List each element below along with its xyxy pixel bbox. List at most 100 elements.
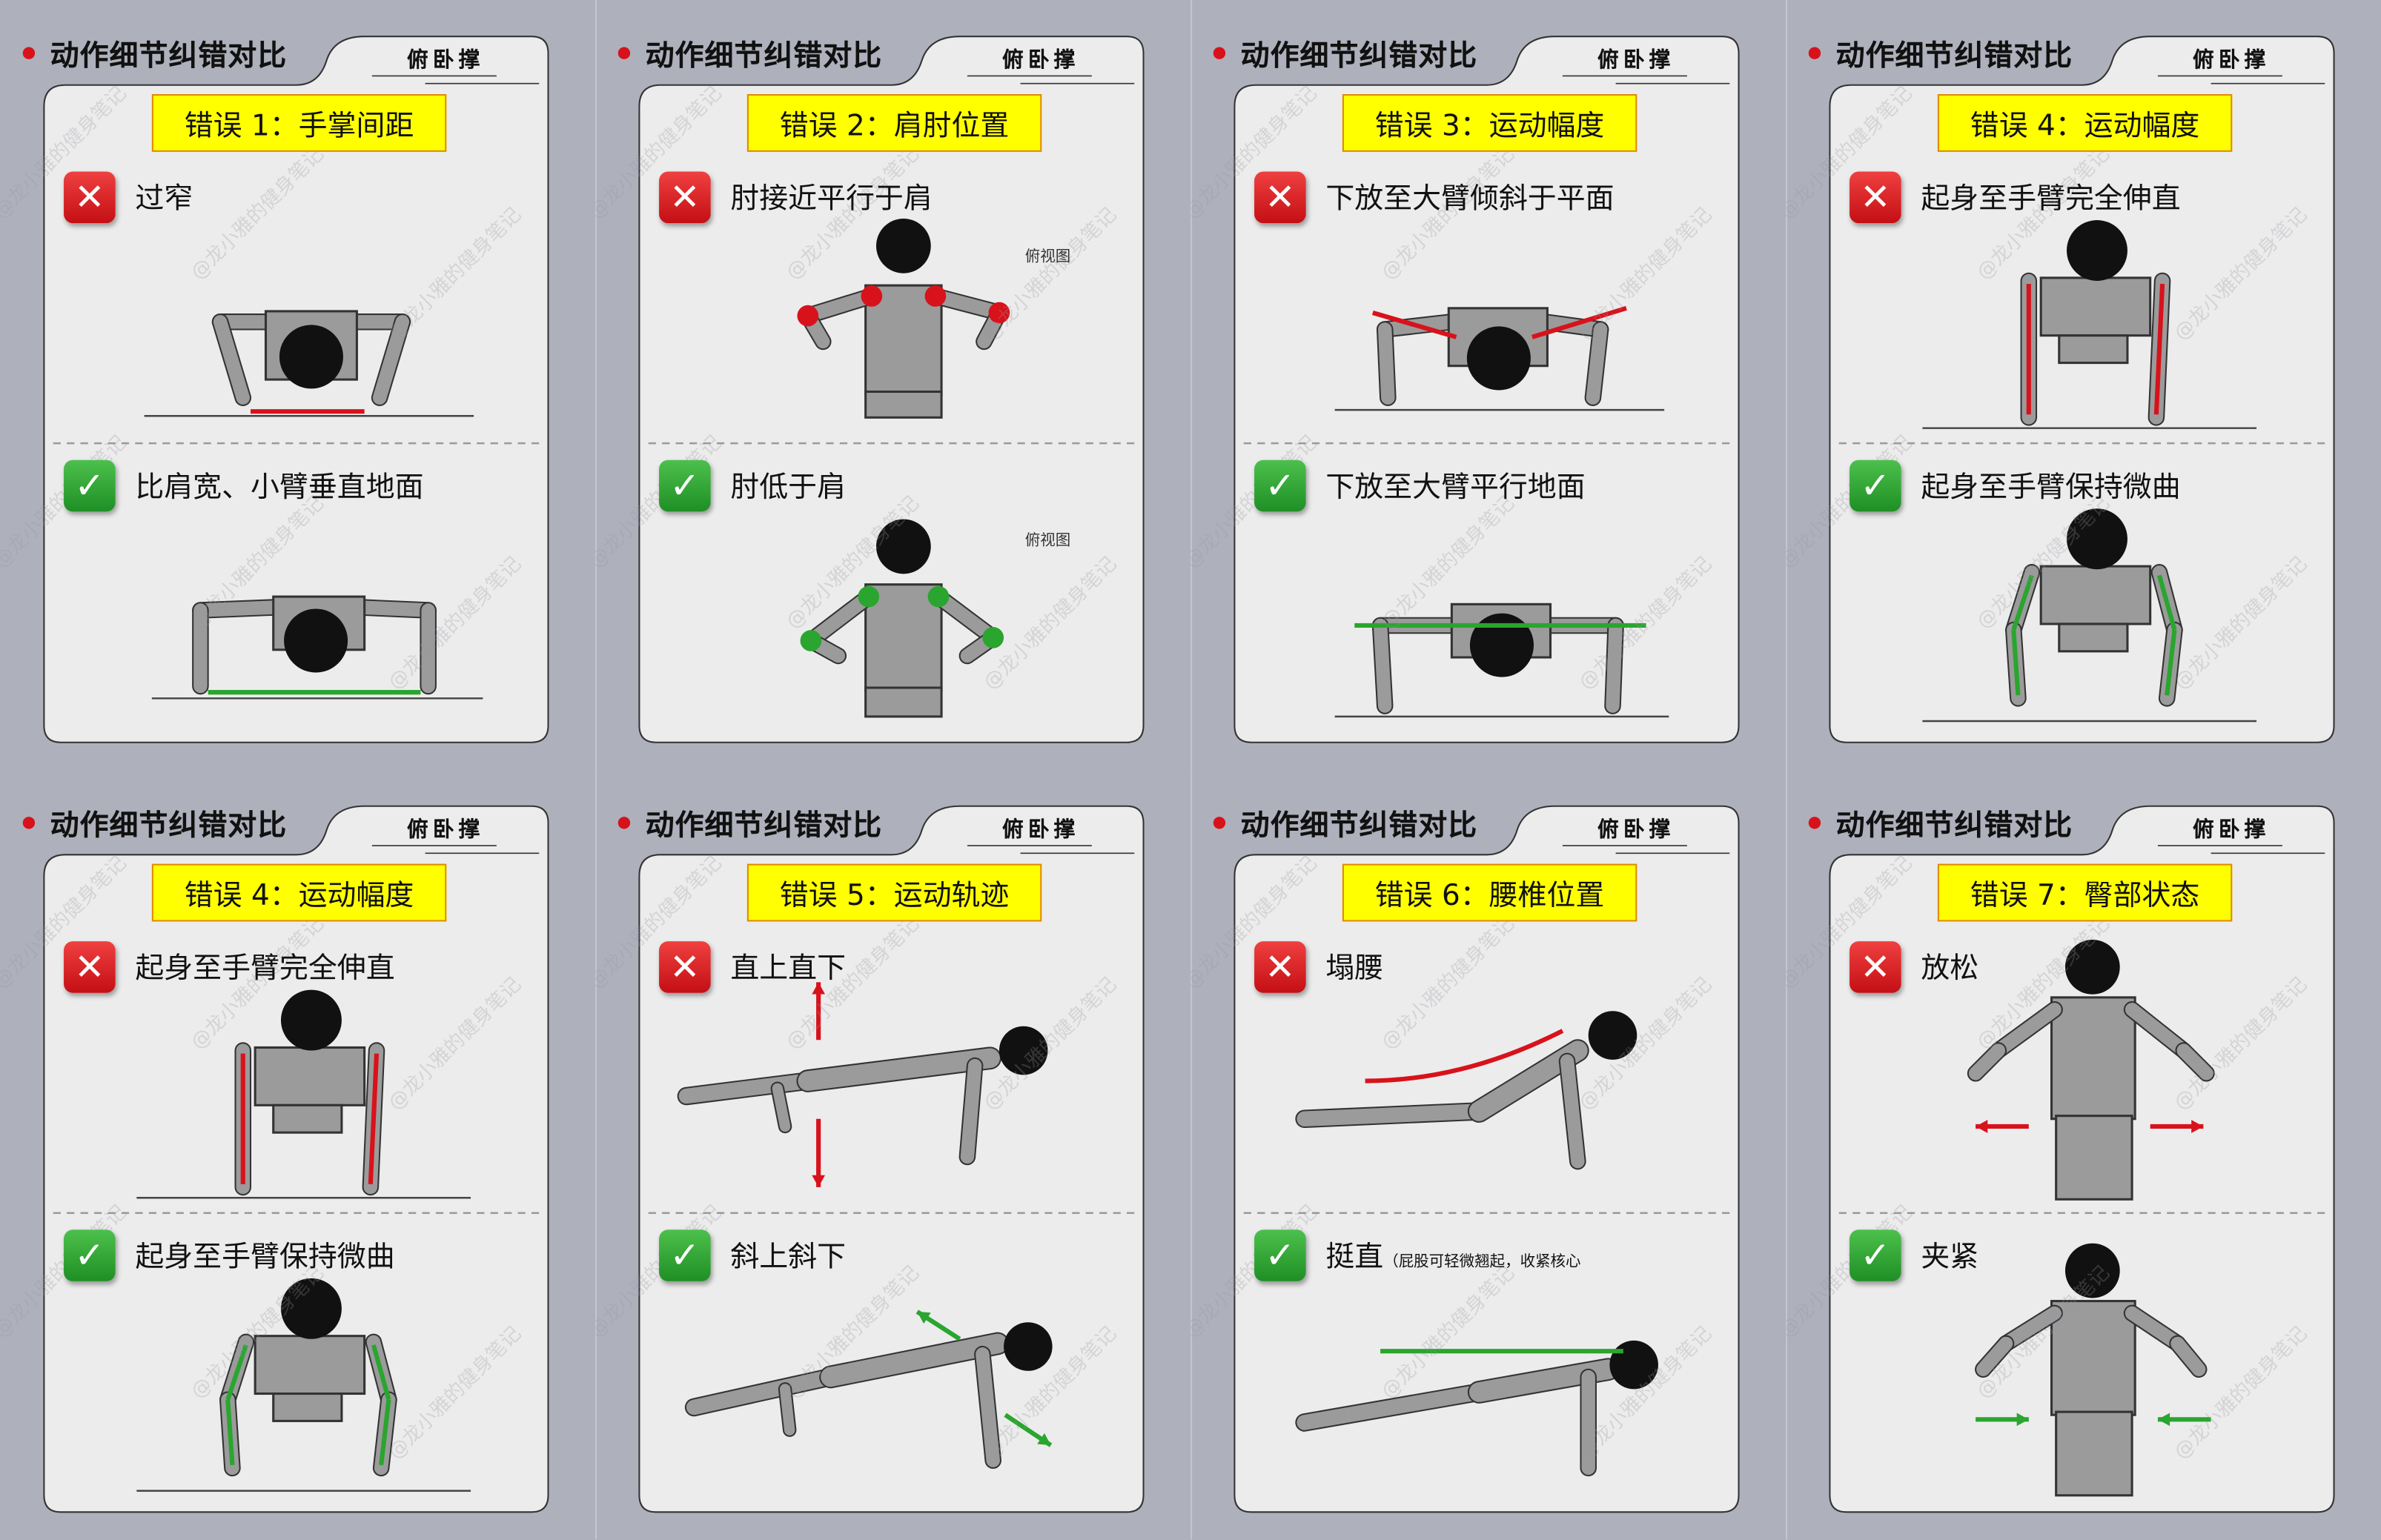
wrong-x-icon: ✕ bbox=[1254, 171, 1306, 224]
head bbox=[1469, 613, 1534, 677]
correct-text: 斜上斜下 bbox=[730, 1240, 847, 1274]
correct-text: 肘低于肩 bbox=[730, 471, 847, 505]
head bbox=[1609, 1340, 1658, 1390]
correct-text-row: 起身至手臂保持微曲 bbox=[135, 1234, 394, 1275]
arrow-icon bbox=[1976, 1413, 2029, 1427]
correct-text: 比肩宽、小臂垂直地面 bbox=[135, 471, 424, 505]
head bbox=[875, 519, 931, 574]
correct-text-row: 下放至大臂平行地面 bbox=[1325, 465, 1585, 505]
bullet-dot bbox=[617, 47, 631, 59]
comparison-card: @龙小雅的健身笔记@龙小雅的健身笔记@龙小雅的健身笔记@龙小雅的健身笔记@龙小雅… bbox=[595, 0, 1193, 770]
arrow-icon bbox=[1004, 1413, 1053, 1447]
exercise-tag: 俯卧撑 bbox=[406, 48, 485, 73]
error-label: 错误 2：肩肘位置 bbox=[746, 94, 1042, 152]
bullet-dot bbox=[1808, 817, 1821, 829]
correct-check-icon: ✓ bbox=[659, 1229, 711, 1281]
header-title: 动作细节纠错对比 bbox=[50, 809, 288, 843]
arrow-icon bbox=[812, 982, 825, 1041]
header-title: 动作细节纠错对比 bbox=[50, 39, 288, 73]
arrow-icon bbox=[1976, 1120, 2029, 1133]
exercise-figure bbox=[1295, 1011, 1658, 1477]
top-view-label: 俯视图 bbox=[1024, 248, 1071, 266]
head bbox=[1466, 326, 1531, 391]
wrong-x-icon: ✕ bbox=[1254, 941, 1306, 993]
correct-text: 起身至手臂保持微曲 bbox=[135, 1240, 395, 1274]
wrong-text: 直上直下 bbox=[730, 952, 847, 986]
card-panel bbox=[1829, 805, 2335, 1513]
card-panel bbox=[43, 805, 549, 1513]
head bbox=[2067, 220, 2127, 281]
head bbox=[1004, 1322, 1053, 1371]
error-label: 错误 1：手掌间距 bbox=[151, 94, 447, 152]
exercise-figure bbox=[677, 982, 1053, 1469]
correct-note: （屁股可轻微翘起，收紧核心 bbox=[1383, 1254, 1581, 1271]
correct-text: 挺直 bbox=[1325, 1240, 1384, 1274]
wrong-x-icon: ✕ bbox=[64, 171, 116, 224]
card-panel bbox=[1829, 36, 2335, 743]
correct-text-row: 肘低于肩 bbox=[730, 465, 846, 505]
wrong-text: 放松 bbox=[1921, 952, 1979, 986]
wrong-x-icon: ✕ bbox=[659, 941, 711, 993]
comparison-card: @龙小雅的健身笔记@龙小雅的健身笔记@龙小雅的健身笔记@龙小雅的健身笔记@龙小雅… bbox=[1786, 0, 2381, 770]
card-panel bbox=[1233, 36, 1740, 743]
arrow-icon bbox=[812, 1118, 825, 1187]
head bbox=[999, 1026, 1048, 1075]
wrong-text: 肘接近平行于肩 bbox=[730, 182, 933, 216]
header-title: 动作细节纠错对比 bbox=[1835, 809, 2073, 843]
bullet-dot bbox=[1808, 47, 1821, 59]
exercise-figure bbox=[1334, 305, 1669, 718]
head bbox=[279, 325, 343, 389]
bullet-dot bbox=[1213, 47, 1226, 59]
header-title: 动作细节纠错对比 bbox=[1835, 39, 2073, 73]
correct-text-row: 起身至手臂保持微曲 bbox=[1921, 465, 2180, 505]
comparison-card: @龙小雅的健身笔记@龙小雅的健身笔记@龙小雅的健身笔记@龙小雅的健身笔记@龙小雅… bbox=[1190, 0, 1788, 770]
correct-check-icon: ✓ bbox=[1254, 1229, 1306, 1281]
arrow-icon bbox=[915, 1310, 961, 1341]
head bbox=[284, 608, 348, 673]
correct-check-icon: ✓ bbox=[1850, 459, 1901, 512]
card-panel bbox=[1233, 805, 1740, 1513]
comparison-card: @龙小雅的健身笔记@龙小雅的健身笔记@龙小雅的健身笔记@龙小雅的健身笔记@龙小雅… bbox=[0, 769, 597, 1540]
exercise-tag: 俯卧撑 bbox=[1002, 818, 1080, 843]
error-label: 错误 4：运动幅度 bbox=[1937, 94, 2233, 152]
exercise-figure bbox=[1967, 940, 2215, 1497]
head bbox=[2067, 508, 2127, 570]
exercise-tag: 俯卧撑 bbox=[1002, 48, 1080, 73]
wrong-text: 下放至大臂倾斜于平面 bbox=[1325, 182, 1615, 216]
comparison-card: @龙小雅的健身笔记@龙小雅的健身笔记@龙小雅的健身笔记@龙小雅的健身笔记@龙小雅… bbox=[1190, 769, 1788, 1540]
head bbox=[1588, 1011, 1637, 1060]
bullet-dot bbox=[22, 47, 36, 59]
wrong-text: 过窄 bbox=[135, 182, 193, 216]
header-title: 动作细节纠错对比 bbox=[1240, 39, 1478, 73]
bullet-dot bbox=[22, 817, 36, 829]
card-panel bbox=[43, 36, 549, 743]
card-panel bbox=[638, 36, 1145, 743]
correct-text: 夹紧 bbox=[1921, 1240, 1979, 1274]
exercise-figure bbox=[797, 218, 1010, 718]
correct-check-icon: ✓ bbox=[64, 459, 116, 512]
wrong-x-icon: ✕ bbox=[1850, 171, 1901, 224]
error-label: 错误 3：运动幅度 bbox=[1342, 94, 1637, 152]
exercise-tag: 俯卧撑 bbox=[2193, 48, 2271, 73]
arrow-icon bbox=[2150, 1120, 2204, 1133]
exercise-tag: 俯卧撑 bbox=[1597, 818, 1675, 843]
header-title: 动作细节纠错对比 bbox=[645, 809, 883, 843]
exercise-figure bbox=[144, 310, 483, 700]
error-label: 错误 6：腰椎位置 bbox=[1342, 863, 1637, 922]
correct-check-icon: ✓ bbox=[64, 1229, 116, 1281]
arrow-icon bbox=[2157, 1413, 2211, 1427]
card-panel bbox=[638, 805, 1145, 1513]
correct-check-icon: ✓ bbox=[1850, 1229, 1901, 1281]
comparison-card: @龙小雅的健身笔记@龙小雅的健身笔记@龙小雅的健身笔记@龙小雅的健身笔记@龙小雅… bbox=[0, 0, 597, 770]
exercise-figure bbox=[136, 989, 471, 1492]
wrong-x-icon: ✕ bbox=[1850, 941, 1901, 993]
error-label: 错误 4：运动幅度 bbox=[151, 863, 447, 922]
head bbox=[280, 1278, 342, 1339]
bullet-dot bbox=[1213, 817, 1226, 829]
correct-check-icon: ✓ bbox=[1254, 459, 1306, 512]
error-label: 错误 7：臀部状态 bbox=[1937, 863, 2233, 922]
correct-text-row: 比肩宽、小臂垂直地面 bbox=[135, 465, 423, 505]
correct-text: 起身至手臂保持微曲 bbox=[1921, 471, 2181, 505]
wrong-text: 塌腰 bbox=[1325, 952, 1384, 986]
